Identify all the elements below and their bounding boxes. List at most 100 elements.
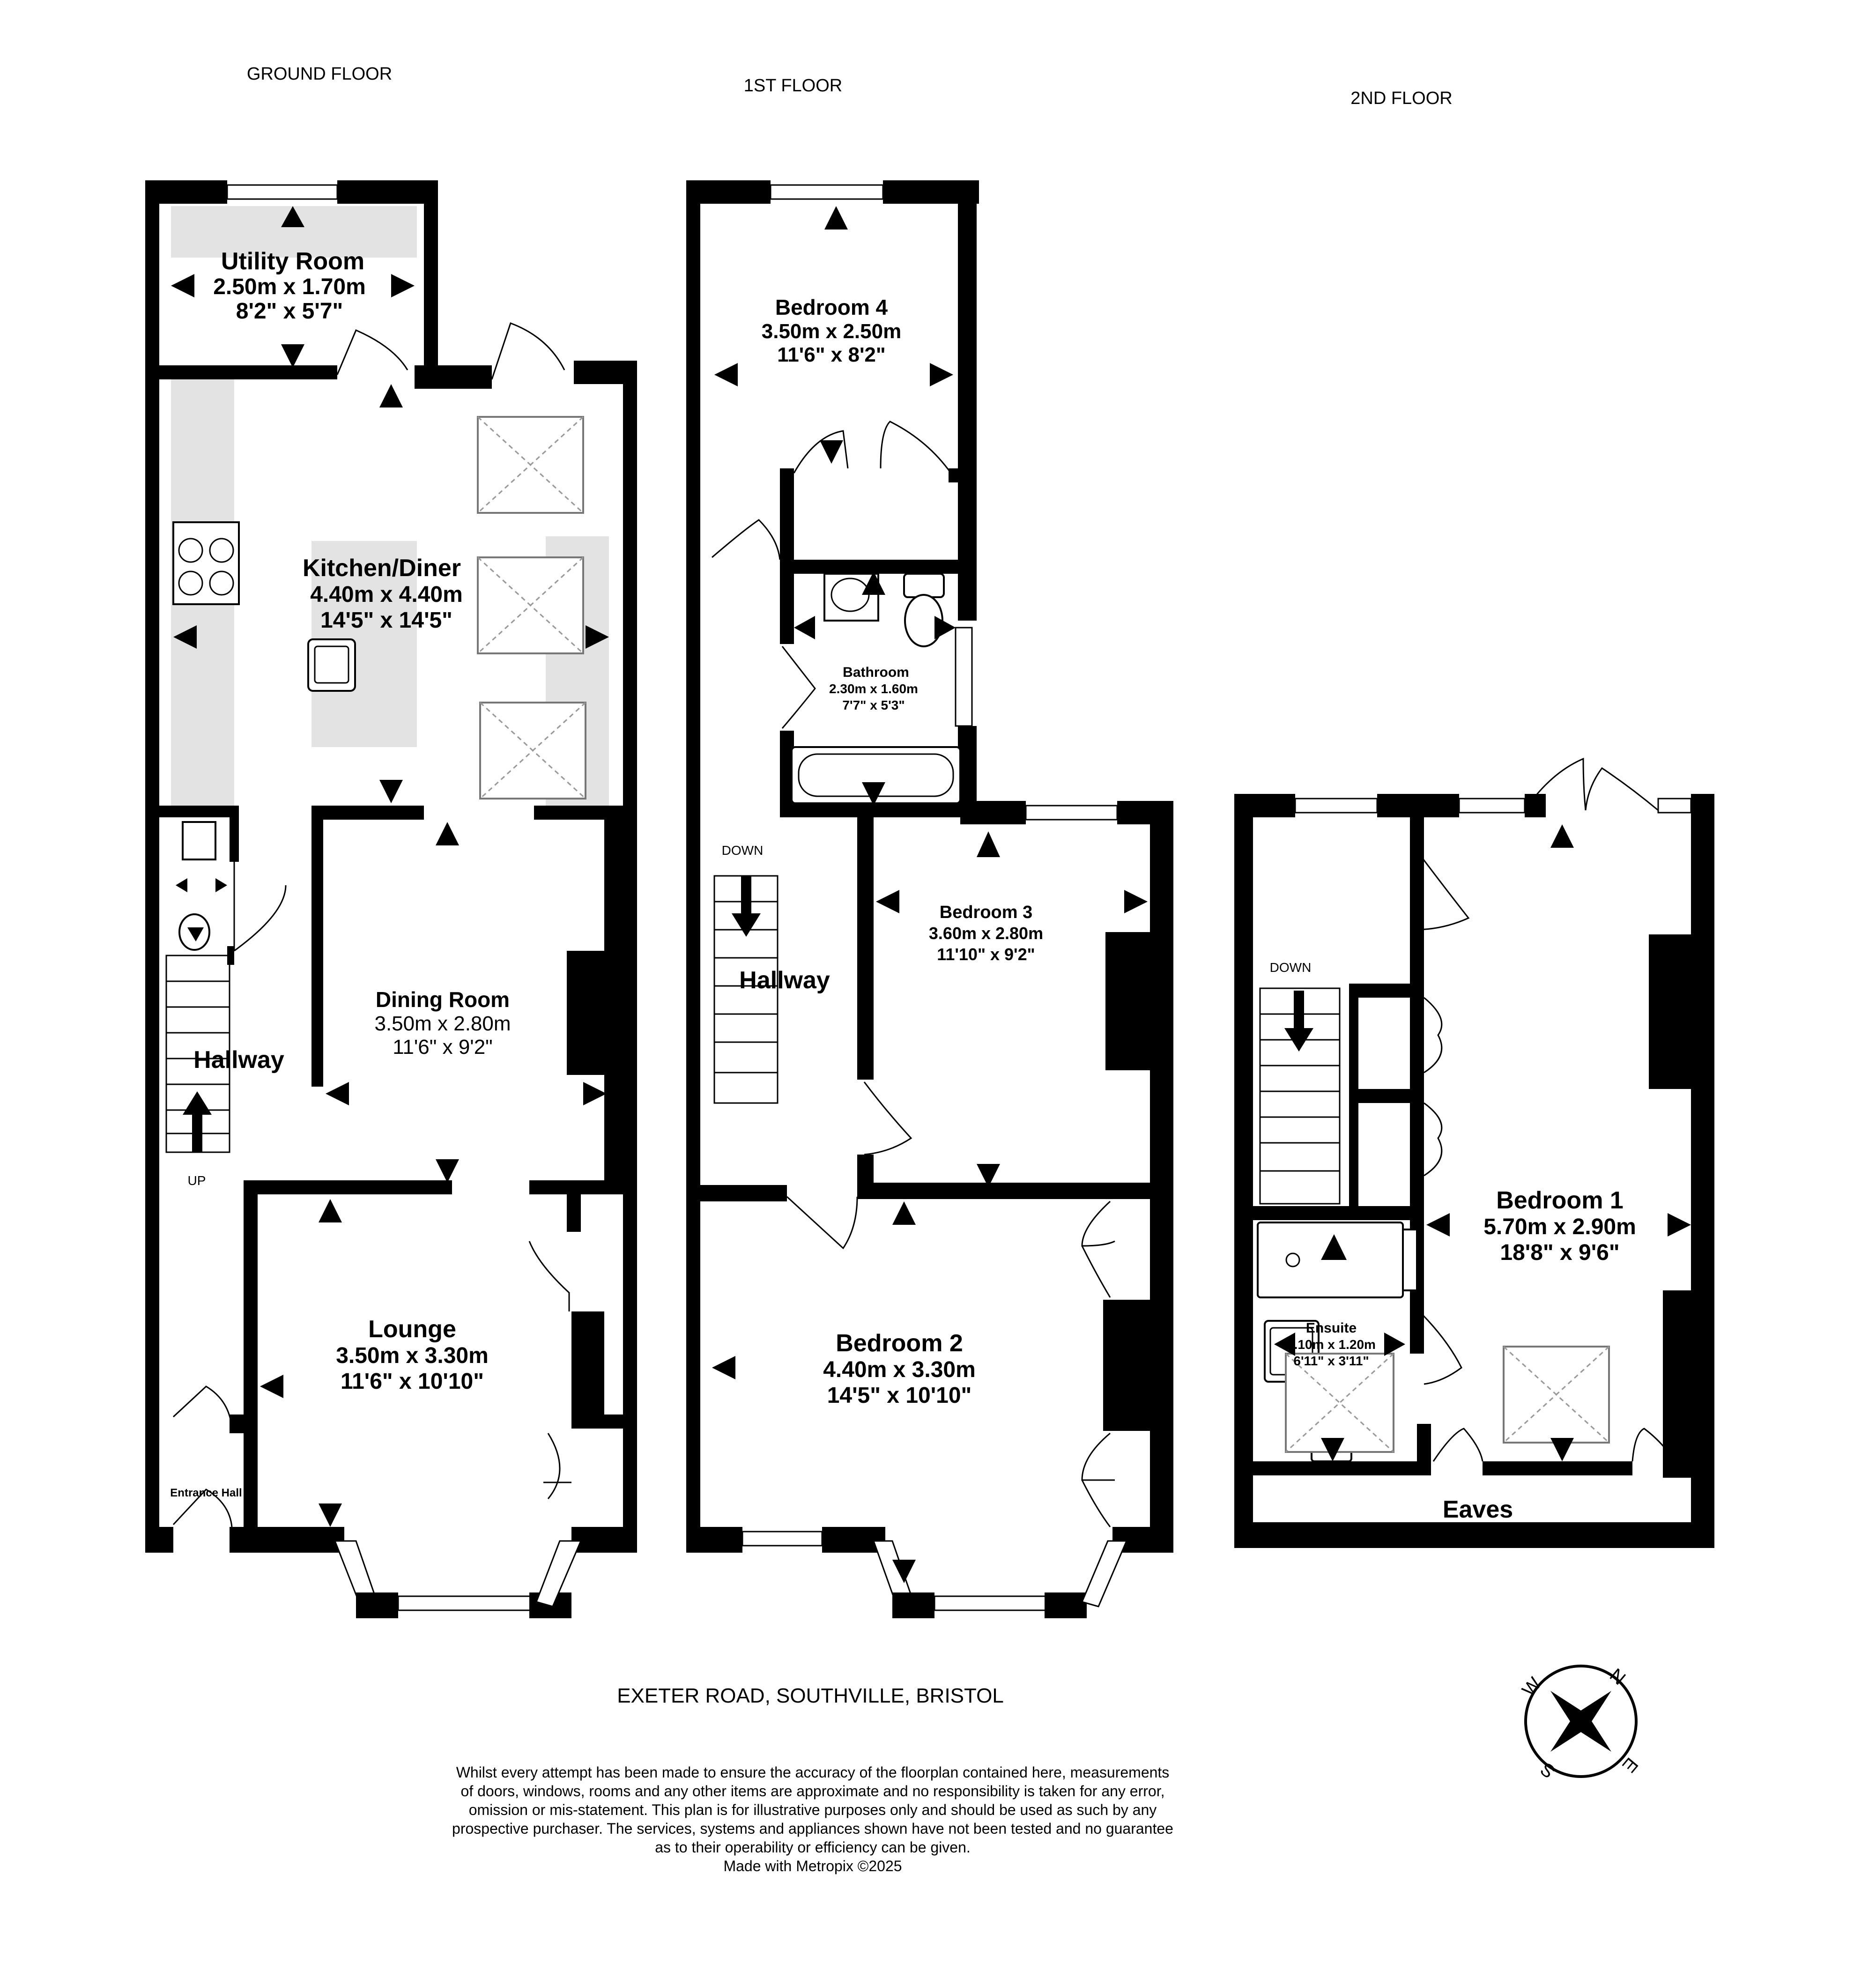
bedroom4-window [770, 184, 884, 200]
ensuite-arrow-down [1321, 1438, 1344, 1461]
lounge-bay-window-front [397, 1595, 535, 1611]
dining-arrow-right [583, 1082, 607, 1105]
lounge-arrow-down [319, 1503, 342, 1527]
bedroom4-imperial: 11'6" x 8'2" [777, 343, 886, 366]
first-floor-plan: DOWN Bedroom 4 3.50m x 2.50m 11'6" x 8'2… [686, 180, 1173, 1618]
ensuite-door [1418, 1311, 1462, 1385]
second-window-2 [1458, 798, 1526, 814]
kitchen-name: Kitchen/Diner [303, 555, 461, 582]
utility-room-name: Utility Room [221, 248, 364, 275]
bathroom-window [955, 627, 973, 727]
lounge-arrow-left [260, 1375, 283, 1398]
bathroom-left-wall-top [780, 560, 794, 644]
bedroom2-door [786, 1196, 858, 1250]
wardrobe-door-left [793, 430, 849, 474]
bedroom3-name: Bedroom 3 [940, 903, 1032, 922]
bathroom-name: Bathroom [843, 665, 909, 680]
ensuite-arrow-right [1384, 1333, 1405, 1356]
first-staircase [713, 875, 779, 1104]
bedroom3-arrow-right [1124, 890, 1148, 913]
dining-name: Dining Room [376, 987, 510, 1012]
bedroom1-arrow-down [1550, 1438, 1574, 1461]
second-stair-label: DOWN [1270, 960, 1312, 975]
bedroom3-metric: 3.60m x 2.80m [929, 924, 1043, 943]
eaves-door-right [1631, 1428, 1676, 1462]
kitchen-skylight-1 [477, 416, 584, 514]
ensuite-arrow-left [1274, 1333, 1295, 1356]
bedroom1-arrow-left [1426, 1213, 1450, 1237]
bathroom-arrow-right [934, 616, 956, 639]
property-address: EXETER ROAD, SOUTHVILLE, BRISTOL [617, 1684, 1004, 1707]
utility-window [226, 184, 338, 200]
bedroom4-metric: 3.50m x 2.50m [762, 320, 901, 343]
lounge-cupboard-door-2 [543, 1433, 571, 1499]
second-window-1 [1294, 798, 1378, 814]
bedroom4-arrow-down [820, 440, 843, 464]
eaves-post [1417, 1424, 1431, 1475]
kitchen-skylight-3 [479, 702, 586, 800]
ensuite-right-post [1410, 1302, 1424, 1354]
front-door [172, 1489, 233, 1527]
cupboard-door-1 [1424, 997, 1443, 1074]
bedroom1-metric: 5.70m x 2.90m [1483, 1215, 1636, 1239]
ground-left-wall [145, 180, 159, 1553]
kitchen-back-door [491, 322, 565, 380]
ground-hallway-name: Hallway [193, 1046, 284, 1074]
bathroom-bottom-wall [780, 803, 977, 817]
dining-left-wall [311, 806, 323, 1087]
lounge-bottom-wall-right [571, 1527, 637, 1553]
second-floor-plan: DOWN Bedroom 1 [1234, 757, 1714, 1548]
dining-imperial: 11'6" x 9'2" [393, 1036, 493, 1059]
bedroom1-arrow-right [1668, 1213, 1691, 1237]
bedroom3-arrow-down [977, 1164, 1000, 1187]
disclaimer-line-2: of doors, windows, rooms and any other i… [461, 1783, 1165, 1800]
bedroom1-name: Bedroom 1 [1496, 1187, 1624, 1214]
bathroom-top-wall [780, 560, 960, 574]
ground-top-wall-right [337, 180, 436, 204]
kitchen-arrow-down [379, 780, 403, 803]
lounge-bottom-wall-left [230, 1527, 344, 1553]
bathroom-arrow-down [862, 782, 885, 806]
ground-staircase [165, 955, 230, 1153]
bedroom2-bay-right [1081, 1540, 1128, 1607]
wardrobe-right-post [949, 468, 960, 482]
bedroom3-door [863, 1081, 912, 1155]
bedroom3-chimney [1105, 932, 1150, 1070]
lounge-name: Lounge [368, 1316, 456, 1343]
compass-west: W [1518, 1674, 1545, 1700]
eaves-door-left [1432, 1428, 1483, 1462]
second-right-wall [1691, 794, 1714, 1548]
bedroom3-window [1025, 805, 1118, 821]
bedroom4-right-wall [958, 180, 977, 621]
dining-chimney [567, 951, 604, 1075]
cupboard-door-2 [1424, 1102, 1443, 1177]
lounge-cupboard-door-1 [528, 1241, 570, 1311]
bedroom1-skylight [1503, 1346, 1610, 1444]
compass-north: N [1606, 1665, 1629, 1689]
bathroom-arrow-up [862, 571, 885, 595]
bedroom1-imperial: 18'8" x 9'6" [1500, 1240, 1619, 1265]
kitchen-skylight-2 [477, 556, 584, 654]
bedroom2-bay-post-right [1045, 1592, 1087, 1618]
ensuite-name: Ensuite [1306, 1320, 1357, 1336]
bathroom-door [781, 646, 816, 729]
first-bottom-wall-mid [822, 1527, 885, 1553]
bedroom4-door [712, 519, 781, 560]
bedroom2-chimney [1103, 1300, 1150, 1431]
disclaimer-credit: Made with Metropix ©2025 [723, 1858, 902, 1874]
first-floor-label: 1ST FLOOR [744, 76, 842, 96]
lounge-left-wall [244, 1180, 258, 1536]
eaves-wall-mid [1483, 1461, 1632, 1475]
kitchen-arrow-right [586, 625, 609, 649]
second-staircase [1259, 987, 1341, 1205]
ensuite-arrow-up [1321, 1234, 1347, 1260]
bedroom1-door [1414, 847, 1470, 931]
utility-right-wall [424, 180, 438, 382]
lounge-arrow-up [319, 1199, 342, 1222]
bathroom-imperial: 7'7" x 5'3" [842, 698, 905, 712]
dining-arrow-up [436, 822, 459, 845]
ground-top-wall-left [145, 180, 227, 204]
kitchen-imperial: 14'5" x 14'5" [320, 608, 452, 633]
wc-top-wall [159, 806, 239, 817]
